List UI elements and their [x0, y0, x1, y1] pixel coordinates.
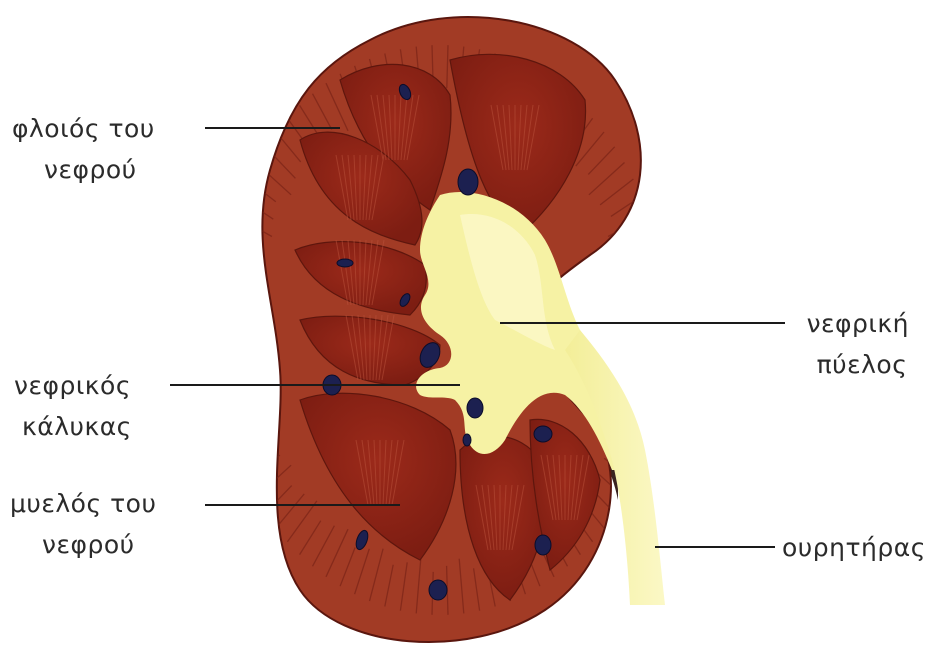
- cortex-striation: [628, 347, 667, 350]
- label-medulla-line2: νεφρού: [42, 530, 135, 559]
- cortex-striation: [214, 290, 248, 296]
- label-cortex: φλοιός του νεφρού: [12, 114, 163, 184]
- cortex-striation: [217, 378, 260, 390]
- label-pelvis: νεφρική πύελος: [807, 309, 918, 379]
- vessel: [337, 259, 353, 267]
- label-cortex-line1: φλοιός του: [12, 114, 155, 143]
- label-medulla-line1: μυελός του: [10, 489, 156, 518]
- cortex-striation: [232, 424, 272, 446]
- cortex-striation: [221, 397, 254, 409]
- cortex-striation: [213, 347, 247, 350]
- vessel: [458, 169, 478, 195]
- cortex-striation: [221, 251, 259, 265]
- label-pelvis-line2: πύελος: [817, 350, 908, 379]
- label-cortex-line2: νεφρού: [44, 155, 137, 184]
- label-calyx-line2: κάλυκας: [22, 412, 132, 441]
- label-ureter: ουρητήρας: [782, 533, 926, 562]
- cortex-striation: [247, 455, 280, 481]
- cortex-striation: [617, 233, 654, 250]
- label-ureter-line1: ουρητήρας: [782, 533, 926, 562]
- cortex-striation: [239, 444, 269, 464]
- vessel: [463, 434, 471, 446]
- cortex-striation: [627, 290, 666, 297]
- cortex-striation: [213, 310, 252, 313]
- cortex-striation: [217, 271, 260, 283]
- label-pelvis-line1: νεφρική: [807, 309, 909, 338]
- cortex-striation: [620, 378, 663, 390]
- cortex-striation: [633, 310, 667, 313]
- cortex-striation: [626, 251, 659, 263]
- cortex-striation: [226, 233, 258, 248]
- cortex-striation: [214, 363, 253, 370]
- cortex-striation: [632, 364, 666, 370]
- vessel: [429, 580, 447, 600]
- vessel: [535, 535, 551, 555]
- cortex-striation: [620, 271, 663, 283]
- vessel: [534, 426, 552, 442]
- vessel: [467, 398, 483, 418]
- label-calyx-line1: νεφρικός: [14, 371, 131, 400]
- label-medulla: μυελός του νεφρού: [10, 489, 165, 559]
- label-calyx: νεφρικός κάλυκας: [14, 371, 139, 441]
- cortex-striation: [226, 411, 263, 428]
